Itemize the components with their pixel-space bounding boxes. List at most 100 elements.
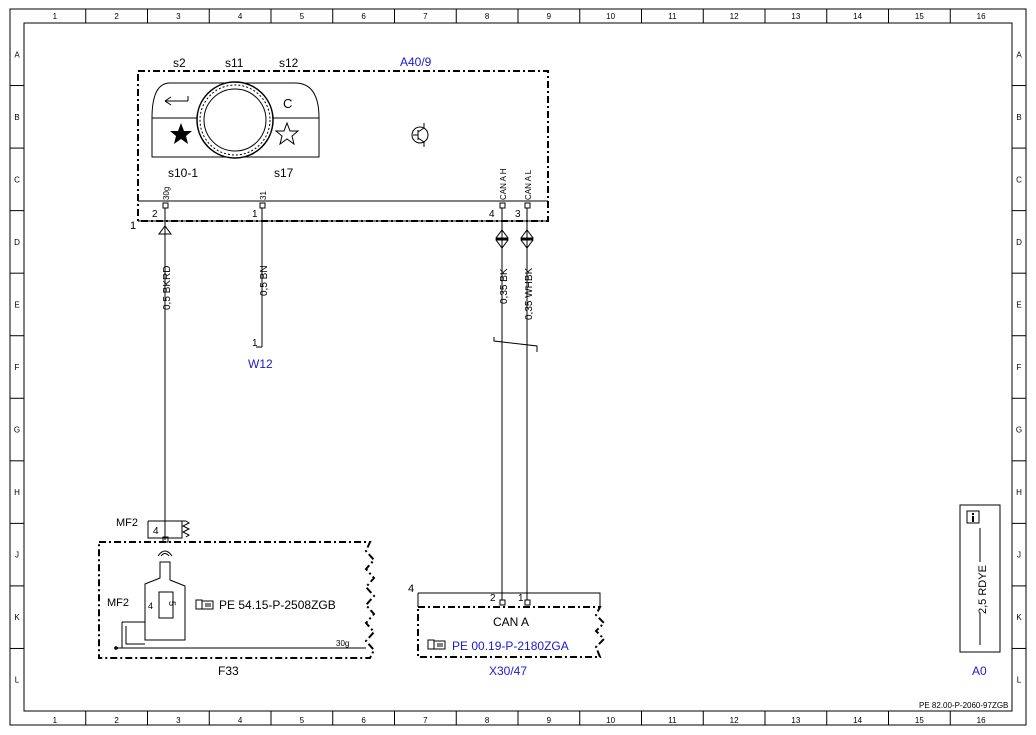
grid-col-bottom: 1 [53, 716, 58, 725]
info-icon [966, 510, 980, 524]
fuse-holder-icon [121, 550, 186, 648]
control-unit-connector-label: 1 [130, 220, 136, 232]
grid-row-right: F [1017, 363, 1022, 372]
grid-row-left: D [14, 238, 20, 247]
reference-icon [195, 599, 214, 610]
switch-panel-icon: C [151, 81, 320, 159]
info-box-id: A0 [972, 664, 987, 678]
grid-col-top: 7 [423, 12, 428, 21]
grid-col-top: 1 [53, 12, 58, 21]
grid-col-top: 6 [361, 12, 366, 21]
grid-row-left: J [15, 551, 19, 560]
fuse-box-ref: PE 54.15-P-2508ZGB [219, 598, 336, 612]
grid-col-bottom: 10 [606, 716, 615, 725]
switch-label-s10-1: s10-1 [168, 166, 198, 180]
pin-num-3: 3 [515, 209, 521, 220]
wire-label-bk: 0,35 BK [499, 268, 510, 304]
grid-row-left: C [14, 175, 20, 184]
grid-row-left: K [14, 613, 20, 622]
grid-row-right: J [1017, 551, 1021, 560]
wire-label-bkrd: 0,5 BKRD [162, 266, 173, 310]
control-unit-box [137, 70, 549, 222]
grid-row-left: A [14, 50, 20, 59]
grid-col-bottom: 16 [977, 716, 986, 725]
grid-row-right: A [1016, 50, 1022, 59]
grid-row-right: B [1016, 113, 1021, 122]
fuse-box-pin-top: 4 [153, 526, 159, 537]
back-arrow-icon [164, 96, 189, 106]
pin-signal-can-h: CAN A H [499, 168, 508, 200]
can-pin-1: 1 [518, 593, 524, 604]
grid-row-left: B [14, 113, 19, 122]
grid-col-top: 9 [547, 12, 552, 21]
grid-col-bottom: 14 [853, 716, 862, 725]
grid-col-top: 2 [114, 12, 119, 21]
can-connector-box [417, 606, 606, 658]
grid-col-top: 4 [238, 12, 243, 21]
switch-label-s2: s2 [173, 56, 186, 70]
grid-row-right: E [1016, 300, 1021, 309]
grid-row-right: C [1016, 175, 1022, 184]
control-unit-id: A40/9 [400, 55, 432, 69]
wire-label-whbk: 0,35 WHBK [524, 267, 535, 320]
grid-col-bottom: 12 [730, 716, 739, 725]
resistor-icon [181, 520, 191, 538]
grid-col-bottom: 3 [176, 716, 181, 725]
outline-star-icon [274, 121, 300, 146]
pin-signal-can-l: CAN A L [524, 169, 533, 200]
wire-bkrd [158, 208, 172, 540]
c-label: C [283, 96, 292, 111]
ground-id: W12 [248, 357, 273, 371]
grid-marks: 1122334455667788991010111112121313141415… [10, 9, 1026, 725]
grid-col-top: 5 [300, 12, 305, 21]
grid-col-top: 14 [853, 12, 862, 21]
can-connector-label: 4 [408, 583, 414, 595]
fuse-box-bus-label: 30g [336, 639, 349, 648]
wire-label-bn: 0,5 BN [259, 265, 270, 296]
can-connector-id: X30/47 [489, 664, 527, 678]
can-connector-title: CAN A [493, 615, 529, 629]
grid-col-top: 10 [606, 12, 615, 21]
fuse-box-inner-fuse: 5 [167, 601, 177, 606]
grid-row-left: H [14, 488, 20, 497]
wire-bn [256, 208, 263, 348]
grid-col-bottom: 7 [423, 716, 428, 725]
grid-col-top: 8 [485, 12, 490, 21]
grid-col-top: 16 [977, 12, 986, 21]
grid-col-bottom: 5 [300, 716, 305, 725]
fuse-box-mf-side: MF2 [107, 597, 129, 609]
grid-col-top: 13 [791, 12, 800, 21]
grid-col-bottom: 11 [668, 716, 677, 725]
grid-row-right: H [1016, 488, 1022, 497]
filled-star-icon [170, 123, 192, 144]
grid-col-bottom: 13 [791, 716, 800, 725]
grid-col-bottom: 9 [547, 716, 552, 725]
grid-col-top: 12 [730, 12, 739, 21]
can-pin-2: 2 [490, 593, 496, 604]
grid-row-left: L [15, 676, 20, 685]
transistor-icon [411, 123, 429, 147]
wire-can-l [520, 208, 534, 600]
grid-col-bottom: 8 [485, 716, 490, 725]
doc-number: PE 82.00-P-2060-97ZGB [919, 701, 1008, 710]
pin-num-2: 2 [152, 209, 158, 220]
switch-label-s12: s12 [279, 56, 299, 70]
grid-col-top: 11 [668, 12, 677, 21]
fuse-box-outline [98, 541, 376, 659]
grid-row-left: G [14, 426, 20, 435]
grid-row-right: D [1016, 238, 1022, 247]
fuse-box-inner-pin: 4 [148, 601, 153, 611]
grid-col-top: 15 [915, 12, 924, 21]
switch-label-s11: s11 [225, 56, 244, 70]
fuse-box-mf-top: MF2 [116, 517, 138, 529]
twisted-pair-marker [493, 337, 538, 352]
grid-col-top: 3 [176, 12, 181, 21]
pin-signal-30g: 30g [162, 187, 171, 200]
grid-col-bottom: 4 [238, 716, 243, 725]
can-connector-ref: PE 00.19-P-2180ZGA [452, 639, 569, 653]
grid-row-left: F [15, 363, 20, 372]
grid-row-right: G [1016, 426, 1022, 435]
pin-num-4: 4 [489, 209, 495, 220]
switch-label-s17: s17 [274, 166, 294, 180]
